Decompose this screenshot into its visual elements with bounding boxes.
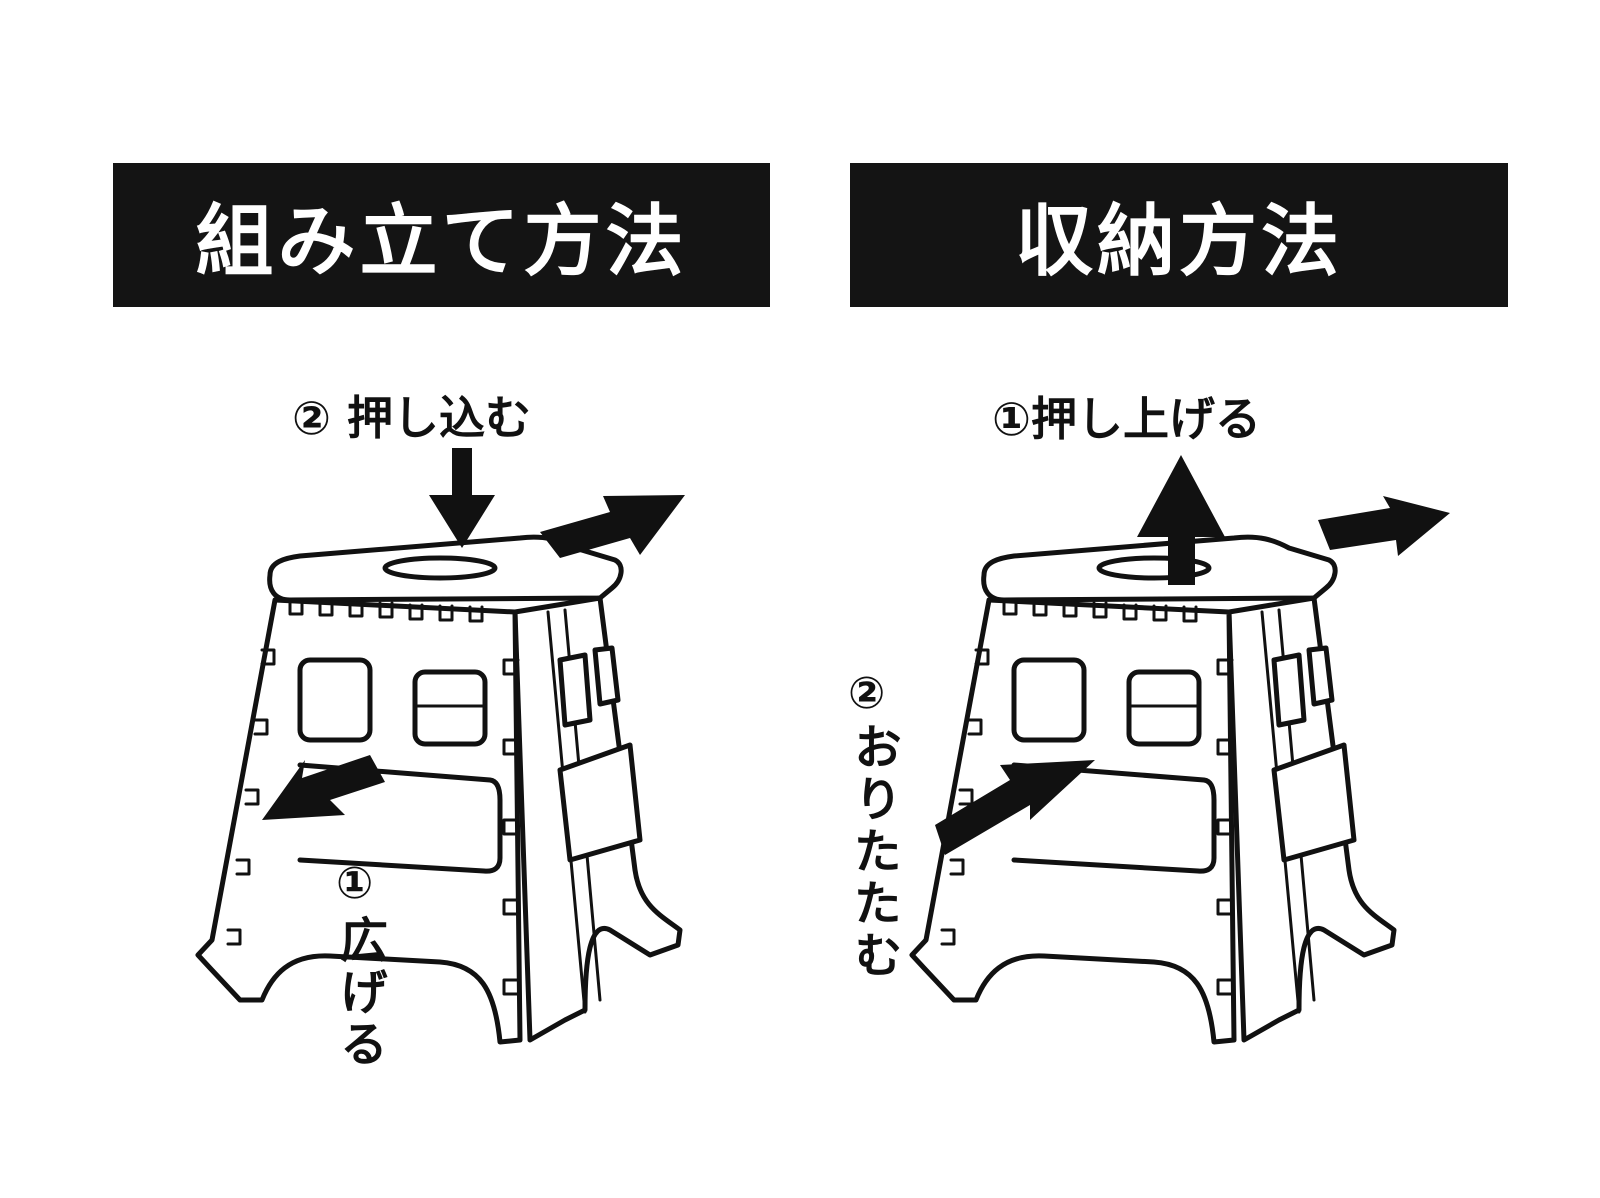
storage-step2-label: おりたたむ bbox=[845, 722, 901, 982]
storage-step2-number: ② bbox=[848, 668, 886, 719]
assembly-stool bbox=[198, 537, 680, 1042]
storage-title-banner: 収納方法 bbox=[850, 163, 1508, 307]
assembly-step1-label: 広げる bbox=[331, 915, 387, 1071]
storage-title: 収納方法 bbox=[1014, 197, 1343, 287]
assembly-title: 組み立て方法 bbox=[195, 197, 688, 287]
storage-step1-label: ①押し上げる bbox=[992, 392, 1261, 446]
fold-arrow-left bbox=[935, 760, 1095, 855]
assembly-title-banner: 組み立て方法 bbox=[113, 163, 770, 307]
assembly-step2-label: ② 押し込む bbox=[292, 391, 531, 445]
push-down-arrow bbox=[429, 448, 495, 548]
spread-arrow-left bbox=[262, 755, 385, 820]
push-up-arrow bbox=[1137, 455, 1225, 585]
fold-arrow-right bbox=[1318, 496, 1450, 556]
storage-stool bbox=[912, 537, 1394, 1042]
spread-arrow-right bbox=[540, 495, 685, 558]
assembly-step1-number: ① bbox=[336, 858, 374, 909]
